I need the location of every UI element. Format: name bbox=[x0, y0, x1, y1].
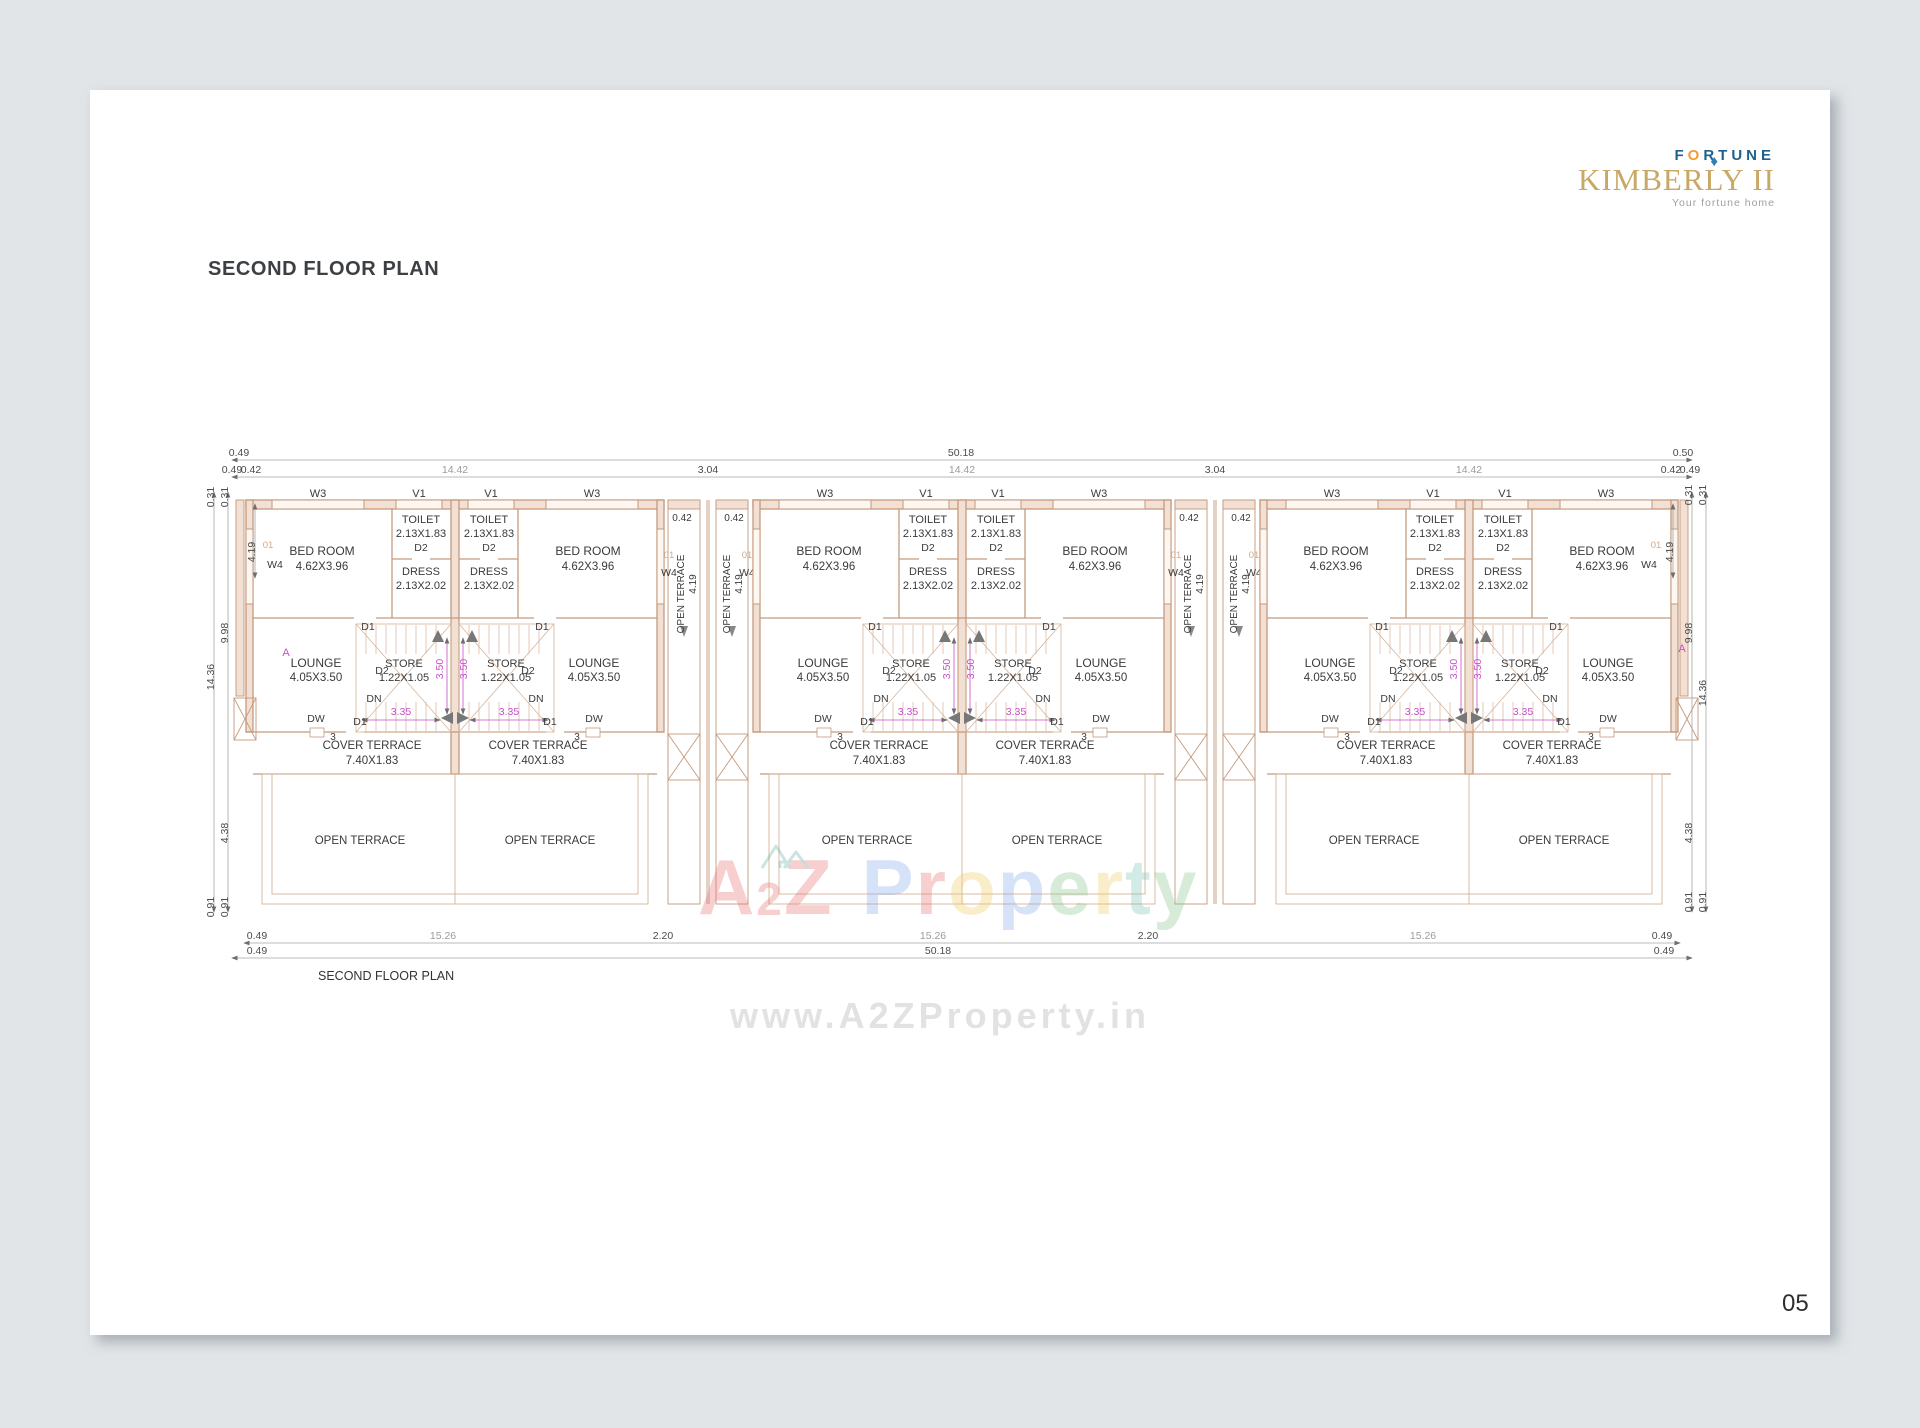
dim-bed-depth: 4.19 bbox=[246, 542, 258, 563]
window-label-w4: W4 bbox=[1641, 559, 1657, 571]
edge-labels: A A 01 W4 01 W4 bbox=[263, 540, 1687, 659]
duplex-block-2 bbox=[753, 488, 1171, 904]
dim-mid-depth: 9.98 bbox=[1683, 623, 1695, 644]
page-title: SECOND FLOOR PLAN bbox=[208, 258, 440, 280]
brand-logo: FORTUNE ♦KIMBERLY II Your fortune home bbox=[1578, 148, 1775, 209]
dim-side-tiny: 0.31 bbox=[219, 487, 231, 508]
dim-wall-right: 0.42 bbox=[1661, 464, 1682, 476]
dim-end-right2: 0.49 bbox=[1680, 464, 1701, 476]
page-number: 05 bbox=[1782, 1290, 1809, 1317]
dim-body-depth: 14.36 bbox=[205, 664, 217, 690]
dim-gap-bottom: 2.20 bbox=[1138, 930, 1159, 942]
dim-side-tiny: 0.31 bbox=[1683, 485, 1695, 506]
brand-top: FORTUNE bbox=[1578, 148, 1775, 164]
dim-end-right: 0.50 bbox=[1673, 447, 1694, 459]
brand-letter-o: O bbox=[1687, 147, 1704, 164]
dim-side-tiny: 0.31 bbox=[205, 487, 217, 508]
dim-side-tiny: 0.31 bbox=[1697, 485, 1709, 506]
brand-name: ♦KIMBERLY II bbox=[1577, 154, 1775, 197]
dim-terrace-depth: 4.38 bbox=[219, 823, 231, 844]
dim-unit-width: 14.42 bbox=[1456, 464, 1482, 476]
dimension-lines bbox=[211, 457, 1709, 961]
section-marker-a: A bbox=[282, 647, 290, 659]
diamond-icon: ♦ bbox=[1710, 153, 1719, 170]
dim-end-bottom2: 0.49 bbox=[1654, 945, 1675, 957]
duplex-block-1 bbox=[246, 488, 664, 904]
dim-unit-width: 14.42 bbox=[442, 464, 468, 476]
dim-side-small: 0.91 bbox=[1683, 892, 1695, 913]
dim-open-width: 15.26 bbox=[920, 930, 946, 942]
url-watermark: www.A2ZProperty.in bbox=[729, 995, 1151, 1036]
dim-unit-width: 14.42 bbox=[949, 464, 975, 476]
brand-letter: F bbox=[1674, 147, 1688, 164]
plan-caption: SECOND FLOOR PLAN bbox=[318, 969, 454, 983]
zone01-label: 01 bbox=[263, 540, 274, 551]
dim-side-small: 0.91 bbox=[205, 897, 217, 918]
dim-gap-width: 3.04 bbox=[698, 464, 719, 476]
dim-side-small: 0.91 bbox=[219, 897, 231, 918]
brand-tagline: Your fortune home bbox=[1671, 197, 1775, 210]
dim-end-left: 0.49 bbox=[229, 447, 250, 459]
duplex-block-3 bbox=[1260, 488, 1678, 904]
dim-mid-depth: 9.98 bbox=[219, 623, 231, 644]
dim-end-left2: 0.49 bbox=[222, 464, 243, 476]
brand-name-text: KIMBERLY II bbox=[1577, 161, 1775, 197]
dim-side-small: 0.91 bbox=[1697, 892, 1709, 913]
dim-open-width: 15.26 bbox=[1410, 930, 1436, 942]
dim-open-width: 15.26 bbox=[430, 930, 456, 942]
gap-strip-1 bbox=[660, 499, 756, 905]
dim-bed-depth: 4.19 bbox=[1664, 542, 1676, 563]
section-marker-a: A bbox=[1678, 643, 1686, 655]
dim-gap-bottom: 2.20 bbox=[653, 930, 674, 942]
dim-gap-width: 3.04 bbox=[1205, 464, 1226, 476]
dim-end-bottom2: 0.49 bbox=[247, 945, 268, 957]
dimension-texts: 0.49 50.18 0.50 0.49 0.42 14.42 3.04 14.… bbox=[205, 447, 1709, 957]
window-label-w4: W4 bbox=[267, 559, 283, 571]
dim-body-depth: 14.36 bbox=[1697, 680, 1709, 706]
document-page: FORTUNE ♦KIMBERLY II Your fortune home S… bbox=[90, 90, 1830, 1335]
zone01-label: 01 bbox=[1651, 540, 1662, 551]
floor-plan-drawing: W3 V1 V1 W3 BED ROOM 4.62X3.96 BED ROOM … bbox=[205, 447, 1709, 983]
dim-overall-top: 50.18 bbox=[948, 447, 974, 459]
brand-letters-rest: RTUNE bbox=[1703, 147, 1775, 164]
dim-wall-left: 0.42 bbox=[241, 464, 262, 476]
dim-overall-bottom: 50.18 bbox=[925, 945, 951, 957]
dim-end-bottom: 0.49 bbox=[247, 930, 268, 942]
dim-terrace-depth: 4.38 bbox=[1683, 823, 1695, 844]
dim-end-bottom: 0.49 bbox=[1652, 930, 1673, 942]
gap-strip-2 bbox=[1167, 499, 1263, 905]
